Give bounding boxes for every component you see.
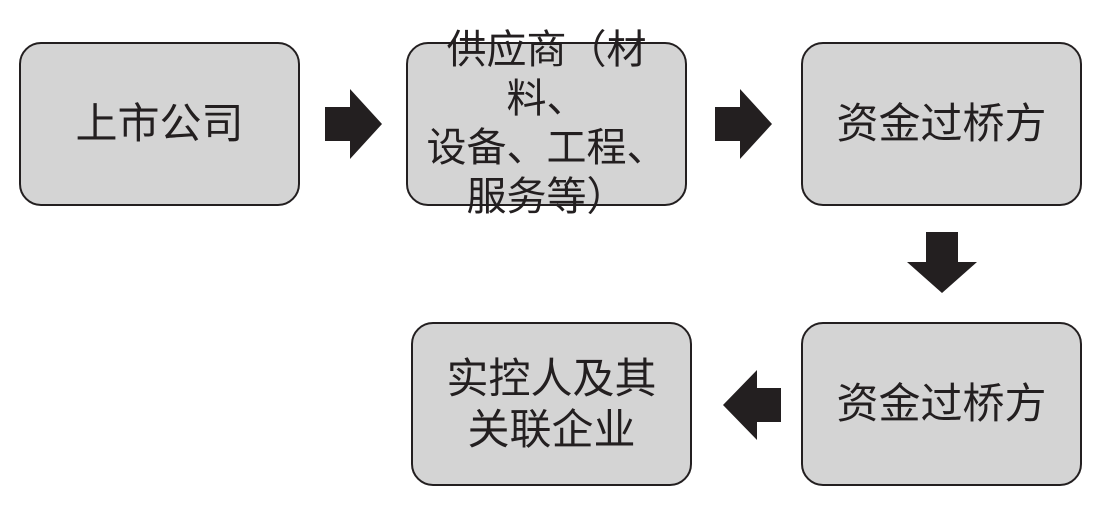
node-label: 资金过桥方 (836, 99, 1047, 149)
arrow-down-icon (907, 232, 977, 293)
node-label: 上市公司 (75, 99, 244, 149)
node-suppliers: 供应商（材料、 设备、工程、 服务等） (406, 27, 687, 220)
arrow-right-icon (715, 89, 772, 159)
node-listed-company: 上市公司 (19, 42, 300, 206)
arrow-right-icon (325, 89, 382, 159)
node-label: 资金过桥方 (836, 379, 1047, 429)
node-label: 供应商（材料、 设备、工程、 服务等） (426, 27, 667, 220)
node-controller-affiliates: 实控人及其 关联企业 (411, 322, 692, 486)
arrow-left-icon (723, 370, 781, 440)
node-label: 实控人及其 关联企业 (446, 353, 657, 454)
node-bridge-party-1: 资金过桥方 (801, 42, 1082, 206)
node-bridge-party-2: 资金过桥方 (801, 322, 1082, 486)
